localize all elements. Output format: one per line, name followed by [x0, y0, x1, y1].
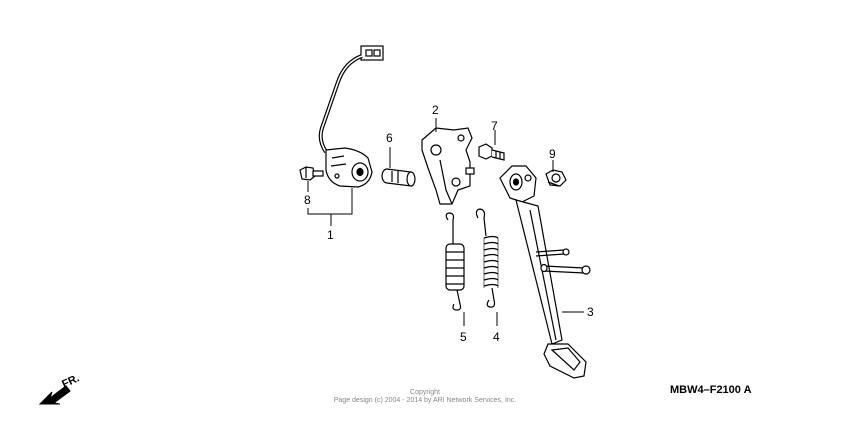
callout-2: 2 — [432, 103, 439, 117]
copyright-notice: Page design (c) 2004 - 2014 by ARI Netwo… — [333, 397, 517, 404]
callout-5: 5 — [460, 330, 467, 344]
front-direction-arrow-icon — [38, 385, 71, 405]
side-stand-switch-assembly[interactable] — [318, 45, 384, 188]
outer-spring[interactable] — [475, 208, 499, 308]
collar[interactable] — [381, 168, 416, 187]
front-direction-label: FR. — [60, 372, 81, 390]
callout-3: 3 — [587, 305, 594, 319]
callout-7: 7 — [491, 119, 498, 133]
diagram-reference-code: MBW4–F2100 A — [670, 384, 752, 396]
callout-1: 1 — [327, 228, 334, 242]
leader-lines-1-8 — [307, 181, 353, 226]
callout-8: 8 — [304, 193, 311, 207]
side-stand-bracket[interactable] — [421, 127, 475, 205]
inner-spring[interactable] — [445, 212, 465, 311]
switch-bolt[interactable] — [299, 166, 324, 181]
callout-6: 6 — [386, 131, 393, 145]
callout-9: 9 — [549, 147, 556, 161]
side-stand[interactable] — [499, 165, 591, 379]
pivot-bolt[interactable] — [478, 143, 505, 161]
callout-4: 4 — [493, 330, 500, 344]
nut[interactable] — [545, 169, 567, 187]
copyright-heading: Copyright — [410, 389, 440, 396]
